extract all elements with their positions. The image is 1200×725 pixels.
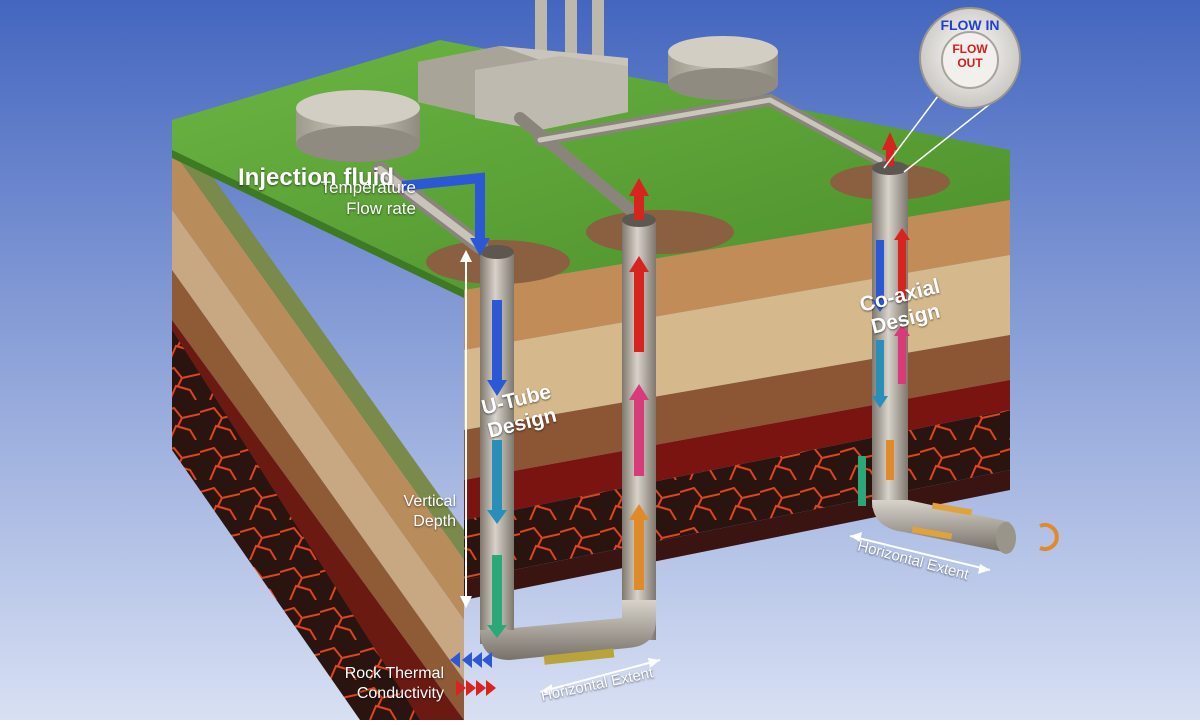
soil-left-face (172, 120, 464, 720)
u-tube-up-arrows (629, 178, 649, 590)
power-plant (418, 0, 628, 130)
badge-leader-left (883, 95, 939, 169)
vertical-depth-label: Vertical Depth (400, 492, 456, 532)
rock-line2: Conductivity (356, 685, 444, 702)
flow-out-label: FLOW OUT (918, 42, 1022, 70)
flow-badge-disc (919, 7, 1021, 109)
injection-arrow (401, 172, 490, 256)
storage-tank-right (668, 36, 778, 100)
flow-out-line2: OUT (957, 56, 983, 70)
vertical-depth-line2: Depth (413, 513, 456, 530)
surface-pipes (372, 93, 886, 254)
storage-tank-left (296, 90, 420, 162)
vertical-depth-dimension (460, 250, 472, 608)
horizontal-extent-dimension-coax (849, 532, 991, 574)
badge-leader-right (903, 95, 1001, 173)
borehole-pit-2 (586, 210, 734, 254)
flow-out-line1: FLOW (952, 42, 988, 56)
u-tube-pipe (480, 213, 656, 660)
vertical-depth-line1: Vertical (403, 493, 456, 510)
injection-temperature-label: Temperature (320, 178, 416, 197)
horizontal-extent-dimension-u (539, 658, 661, 694)
return-hook-icon (1039, 523, 1059, 551)
u-tube-down-arrows (487, 300, 615, 665)
coaxial-arrows (858, 132, 973, 540)
injection-flow-rate-label: Flow rate (346, 199, 416, 218)
flow-badge: FLOW IN FLOW OUT (918, 6, 1022, 110)
flow-in-label: FLOW IN (940, 17, 1000, 33)
rock-thermal-conductivity-label: Rock Thermal Conductivity (296, 664, 444, 704)
rock-line1: Rock Thermal (344, 665, 444, 682)
injection-fluid-title: Injection fluid (238, 164, 394, 191)
grass-edge (172, 150, 464, 298)
rock-conductivity-chevrons (450, 652, 496, 696)
